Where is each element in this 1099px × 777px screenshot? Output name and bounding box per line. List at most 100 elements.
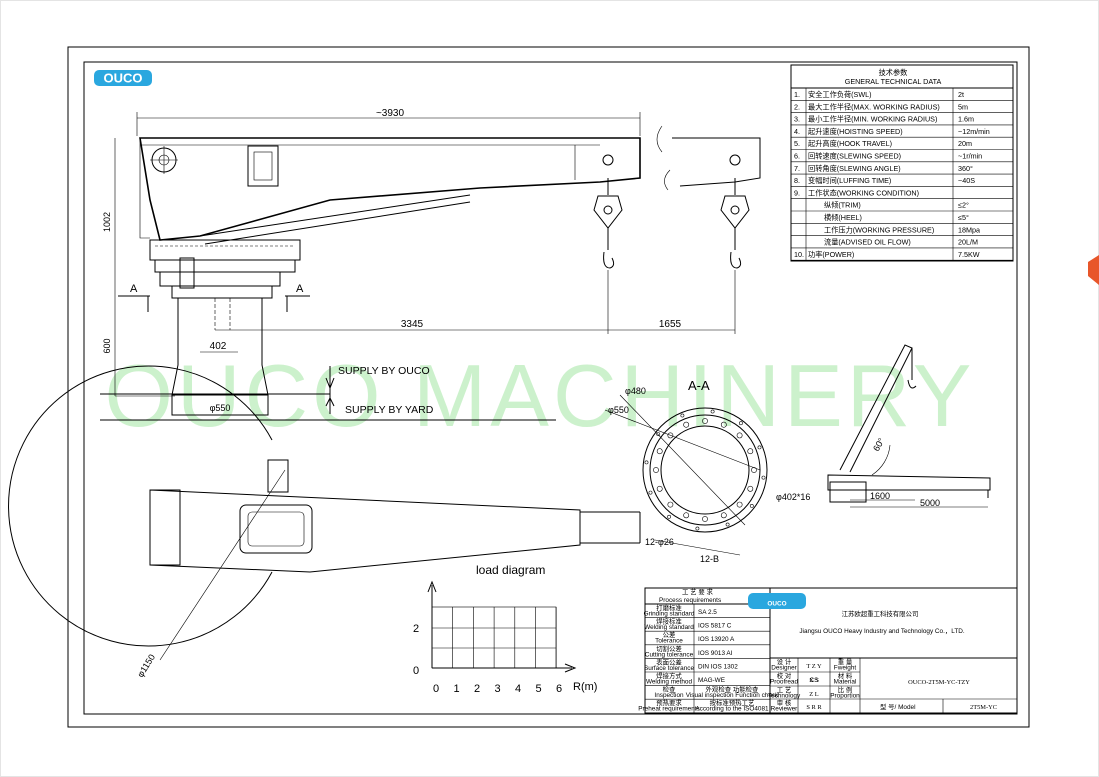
tech-title-en: GENERAL TECHNICAL DATA <box>845 77 942 86</box>
load-x-tick: 3 <box>494 683 500 695</box>
dim-max-radius: 5000 <box>920 498 940 508</box>
meta-label-cn: 重 量 <box>838 658 853 666</box>
meta-label-en: Fweight <box>834 665 857 672</box>
meta-value: CS <box>810 677 819 684</box>
person-role-en: Reviewer <box>771 706 799 713</box>
dim-radius-near: 3345 <box>401 319 424 330</box>
inner-frame <box>83 61 1018 715</box>
section-mark-left: A <box>130 283 138 295</box>
meta-label-en: Proportion <box>830 693 860 700</box>
person-role-en: Technology <box>768 693 801 700</box>
person-role-cn: 审 核 <box>777 698 792 707</box>
tech-row-no: 1. <box>794 90 800 99</box>
tech-row-label: 安全工作负荷(SWL) <box>808 90 872 99</box>
process-row-en: Cutting tolerance <box>645 651 694 658</box>
tech-row-value: 7.5KW <box>958 250 980 259</box>
load-y-tick-2: 2 <box>413 623 419 635</box>
process-row-en: Preheat requirements <box>638 706 699 713</box>
tech-row-label: 流量(ADVISED OIL FLOW) <box>824 238 911 247</box>
slew-motor <box>179 257 195 289</box>
tech-row-value: ~1r/min <box>958 152 982 161</box>
model-value: 2T5M-YC <box>970 704 997 711</box>
tech-row-value: 20m <box>958 139 972 148</box>
tech-title-cn: 技术参数 <box>879 68 908 77</box>
boom <box>139 137 641 241</box>
load-y-tick-0: 0 <box>413 665 419 677</box>
tech-row-no: 4. <box>794 127 800 136</box>
process-title-cn: 工 艺 要 求 <box>682 587 713 596</box>
dim-bolt-circle: φ402*16 <box>776 492 810 502</box>
person-role-cn: 工 艺 <box>777 686 792 694</box>
section-title: A-A <box>688 378 710 393</box>
tech-row-label: 工作状态(WORKING CONDITION) <box>808 188 919 197</box>
dim-holes: 12-φ26 <box>645 537 674 547</box>
plan-cover <box>239 504 313 554</box>
process-row-value: MAG-WE <box>698 677 725 684</box>
edge-tab-icon <box>1088 255 1099 285</box>
section-mark-right: A <box>296 283 304 295</box>
tech-row-label: 纵倾(TRIM) <box>824 201 861 210</box>
process-row-cn: 焊接标准 <box>656 617 682 626</box>
tech-row-no: 8. <box>794 176 800 185</box>
person-role-en: Proofread <box>770 679 799 686</box>
tech-row-value: ≤5° <box>958 213 969 222</box>
title-logo: OUCO <box>748 593 806 609</box>
process-row-en: Surface tolerance <box>644 665 695 672</box>
process-row-en: Grinding standard <box>644 611 695 618</box>
tech-row-no: 5. <box>794 139 800 148</box>
company-cn: 江苏欧超重工科技有限公司 <box>842 609 919 618</box>
load-x-tick: 2 <box>474 683 480 695</box>
dim-pedestal-height: 600 <box>102 338 112 353</box>
dim-overall: ~3930 <box>376 108 405 119</box>
tech-row-label: 回转速度(SLEWING SPEED) <box>808 152 901 161</box>
tech-row-label: 最小工作半径(MIN. WORKING RADIUS) <box>808 115 937 124</box>
supply-by-yard: SUPPLY BY YARD <box>345 404 434 416</box>
side-elevation-view: ~3930 A A 1002 <box>100 108 761 421</box>
title-block: OUCO 江苏欧超重工科技有限公司 Jiangsu OUCO Heavy Ind… <box>748 587 1018 714</box>
process-row-en: Inspection <box>654 692 684 699</box>
load-x-label: R(m) <box>573 681 597 693</box>
process-row-cn: 预热要求 <box>656 698 682 707</box>
process-row-value: DIN IOS 1302 <box>698 663 738 670</box>
process-title-en: Process requirements <box>659 597 721 604</box>
plan-motor <box>267 459 289 493</box>
dim-section-d480: φ480 <box>625 386 646 396</box>
process-row-en: Welding method <box>646 679 693 686</box>
hook-block-far <box>720 178 750 269</box>
tech-row-label: 横倾(HEEL) <box>824 213 862 222</box>
dim-min-radius: 1600 <box>870 491 890 501</box>
load-diagram-title: load diagram <box>476 563 545 577</box>
technical-data-table: 技术参数 GENERAL TECHNICAL DATA 1. 安全工作负荷(SWL… <box>790 64 1014 262</box>
person-name: S R R <box>806 704 822 711</box>
tech-row-value: 18Mpa <box>958 225 980 234</box>
meta-label-cn: 材 料 <box>838 671 853 680</box>
dim-pedestal-diameter: φ550 <box>210 403 231 413</box>
drawing-number: OUCO-2T5M-YC-TZY <box>908 679 970 686</box>
pedestal <box>171 298 269 396</box>
process-requirements-table: 工 艺 要 求 Process requirements 打磨标准Grindin… <box>638 587 779 714</box>
tech-row-no: 3. <box>794 115 800 124</box>
person-name: Z L <box>809 691 819 698</box>
tech-row-no: 7. <box>794 164 800 173</box>
process-row-value-en: According to the ISO4081 <box>695 706 769 713</box>
person-role-en: Designer <box>771 665 797 672</box>
meta-label-en: Material <box>834 679 857 686</box>
tech-row-label: 起升高度(HOOK TRAVEL) <box>808 139 892 148</box>
tech-row-value: 360° <box>958 164 973 173</box>
load-x-tick: 5 <box>535 683 541 695</box>
process-row-value-en: Visual inspection Function check <box>686 692 779 699</box>
process-row-cn: 公差 <box>663 630 676 639</box>
supply-by-ouco: SUPPLY BY OUCO <box>338 365 430 377</box>
process-row-cn: 表面公差 <box>656 657 682 666</box>
dim-radius-far: 1655 <box>659 319 682 330</box>
dim-section-d550: φ550 <box>608 405 629 415</box>
tech-row-no: 9. <box>794 188 800 197</box>
tech-row-label: 功率(POWER) <box>808 250 854 259</box>
dim-height: 1002 <box>102 212 112 232</box>
model-label: 型 号/ Model <box>880 702 916 711</box>
tech-row-label: 变幅时间(LUFFING TIME) <box>808 176 891 185</box>
load-x-tick: 1 <box>453 683 459 695</box>
company-en: Jiangsu OUCO Heavy Industry and Technolo… <box>799 628 965 635</box>
